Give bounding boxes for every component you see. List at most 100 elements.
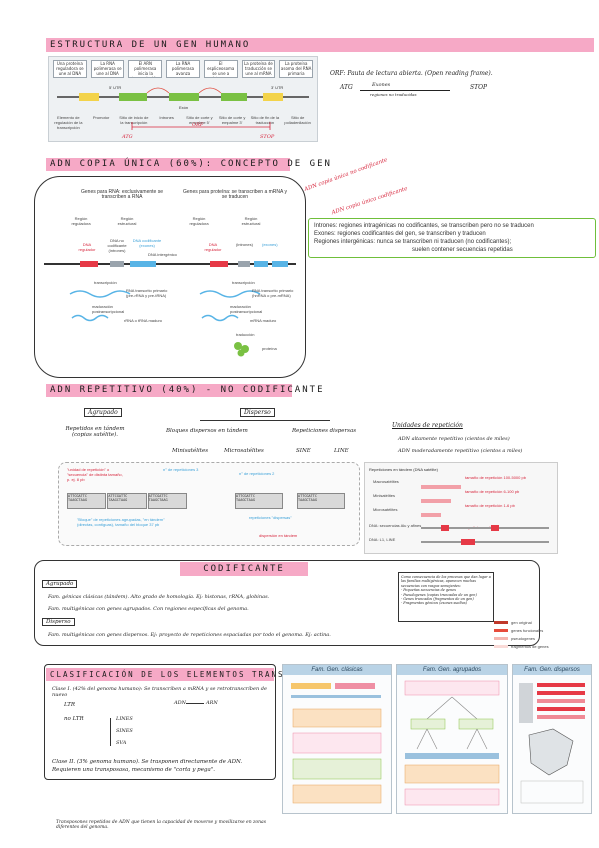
cod-item-2: Fam. multigénicas con genes agrupados. C…: [48, 606, 249, 612]
definitions-box: Intrones: regiones intragénicas no codif…: [308, 218, 596, 258]
label-dna-cod: DNA codificante (exones): [132, 238, 162, 248]
panel-fam-clasicas: Fam. Gen. clásicas: [282, 664, 392, 814]
top-label: La RNA polimerasa se une al DNA: [90, 60, 125, 78]
legend-label: pseudogenes: [511, 636, 536, 641]
rf-tandem: Repeticiones en tándem (DNA satélite): [369, 467, 438, 472]
definition-intergenicas: Regiones intergénicas: nunca se transcri…: [314, 239, 512, 245]
top-label: La proteína asoma del RNA primaria: [279, 60, 314, 78]
genes-rna-title: Genes para RNA: exclusivamente se transc…: [81, 189, 163, 200]
clase-i-sines: SINES: [116, 728, 133, 734]
annotation-codificante: ADN copia única codificante: [331, 185, 409, 217]
repeat-count-2: n° de repeticiones 2: [239, 471, 275, 476]
label-mrna-maduro: mRNA maduro: [250, 318, 277, 323]
label-intrones: (intrones): [236, 242, 253, 247]
section4-title: CODIFICANTE: [180, 562, 308, 576]
note-adn: ADN: [174, 700, 186, 706]
agrupado-desc: Repetidos en tándem (copias satélite).: [65, 426, 125, 438]
orf-definition: ORF: Pauta de lectura abierta. (Open rea…: [330, 70, 493, 77]
sub-microsatelites: Microsatélites: [224, 448, 264, 454]
section1-title: ESTRUCTURA DE UN GEN HUMANO: [46, 38, 594, 52]
section5-title: CLASIFICACIÓN DE LOS ELEMENTOS TRANSPOSO…: [46, 668, 328, 681]
cod-item-1: Fam. génicas clásicas (tándem). Alto gra…: [48, 594, 270, 600]
atg-subnote: regiones no traducidas: [370, 92, 417, 97]
figure-bottom-labels: Elemento de regulación de la transcripci…: [53, 115, 313, 133]
legend-item: pseudogenes: [494, 636, 549, 641]
disperso-branch: [200, 420, 330, 421]
label-region-est-2: Región estructural: [241, 216, 261, 226]
disperso-repeticiones: Repeticiones dispersas: [292, 428, 357, 434]
top-label: La proteína de traducción se une al mRNA: [241, 60, 276, 78]
bottom-label: Promotor: [92, 115, 110, 120]
cod-disperso-item: Fam. multigénicas con genes dispersos. E…: [48, 632, 331, 638]
label-region-reg-2: Región reguladora: [189, 216, 209, 226]
figure-top-labels: Una proteína reguladora se une al DNA La…: [53, 60, 314, 78]
side-note-line: - Genes truncados (fragmentos de un gen): [401, 597, 474, 602]
legend: gen original genes funcionales pseudogen…: [494, 620, 549, 649]
gene-concept-outline: [34, 176, 306, 378]
disperso-bloques: Bloques dispersos en tándem: [166, 428, 248, 434]
mrna-wave: [201, 314, 239, 322]
orf-mark: ORF: [192, 122, 204, 128]
legend-swatch: [494, 645, 508, 648]
repeat-unit-label: "unidad de repetición" o "secuencia" de …: [67, 467, 123, 482]
clase-i-lines: LINES: [116, 716, 133, 722]
exon-label: Exón: [179, 105, 188, 110]
label-proteina: proteína: [262, 346, 277, 351]
panel-fam-agrupados: Fam. Gen. agrupados: [396, 664, 508, 814]
top-label: El ARN polimerasa inicia la transcripció…: [128, 60, 163, 78]
dna-bar: [44, 261, 296, 267]
orf-annotation: ATG ORF STOP: [121, 122, 275, 140]
utr3-label: 3' UTR: [271, 85, 283, 90]
side-note-line: Como consecuencia de los procesos que da…: [401, 575, 491, 588]
gene-structure-figure: Una proteína reguladora se une al DNA La…: [48, 56, 318, 142]
clase-ii: Clase II. (3% genoma humano). Se traspon…: [52, 759, 243, 773]
atg-underline: [360, 90, 450, 91]
definition-exones: Exones: regiones codificantes del gen, s…: [314, 231, 486, 237]
repeat-figure-right: Repeticiones en tándem (DNA satélite) Ma…: [364, 462, 558, 554]
rf-mini: Minisatélites: [373, 493, 396, 498]
label-dna-intergenico: DNA intergénico: [148, 252, 177, 257]
legend-item: gen original: [494, 620, 549, 625]
agrupado-label: Agrupado: [84, 408, 122, 417]
bottom-label: Sitio de fin de la traducción: [250, 115, 280, 125]
panel-fam-dispersos: Fam. Gen. dispersos: [512, 664, 592, 814]
panel-title: Fam. Gen. clásicas: [283, 665, 391, 675]
atg-mark: ATG: [121, 134, 133, 140]
top-label: Una proteína reguladora se une al DNA: [53, 60, 87, 78]
section2-title: ADN COPIA ÚNICA (60%): CONCEPTO DE GEN: [46, 158, 330, 171]
cod-disperso: Disperso: [42, 618, 75, 626]
bottom-label: Intrones: [159, 115, 174, 120]
transposones-footer: Transposones repetidos de ADN que tienen…: [56, 820, 267, 830]
label-dna-no-cod: DNA no codificante (intrones): [107, 238, 127, 253]
legend-swatch: [494, 637, 508, 640]
clase-i: Clase I. (42% del genoma humano): Se tra…: [52, 686, 267, 698]
bottom-label: Sitio de corte y empalme 5': [186, 115, 213, 125]
panel-clasicas-diagram: [291, 683, 382, 804]
top-label: La RNA polimerasa avanza: [166, 60, 200, 78]
side-note-line: - Pequeñas secuencias de genes: [401, 588, 456, 593]
unidades-item-1: ADN altamente repetitivo (cientos de mil…: [398, 436, 510, 442]
panel-agrupados-diagram: [404, 680, 500, 806]
label-maduracion-1: maduración postranscripcional: [92, 304, 125, 314]
legend-item: fragmentos de genes: [494, 644, 549, 649]
clase-i-sva: SVA: [116, 740, 127, 746]
side-note-line: - Fragmentos génicos (exones sueltos): [401, 601, 467, 606]
sub-line: LINE: [334, 448, 349, 454]
codificante-frame: [34, 560, 540, 646]
panel-title: Fam. Gen. agrupados: [397, 665, 507, 675]
rrna-wave: [71, 314, 109, 322]
panel-title: Fam. Gen. dispersos: [513, 665, 591, 675]
bottom-label: Sitio de inicio de la transcripción: [119, 115, 149, 125]
legend-label: fragmentos de genes: [511, 644, 549, 649]
top-label: El espliceosoma se une a intrones: [203, 60, 238, 78]
label-rna-hnrna: RNA transcrito primario (hnRNA o pre-mRN…: [252, 288, 294, 298]
bottom-label: Elemento de regulación de la transcripci…: [54, 115, 83, 130]
bottom-label: Sitio de poliadenilación: [284, 115, 311, 125]
side-note-box: Como consecuencia de los procesos que da…: [398, 572, 494, 622]
noltr-brace: [110, 718, 111, 746]
label-exones: (exones): [262, 242, 278, 247]
definition-intergenicas-cont: suelen contener secuencias repetidas: [412, 247, 513, 253]
